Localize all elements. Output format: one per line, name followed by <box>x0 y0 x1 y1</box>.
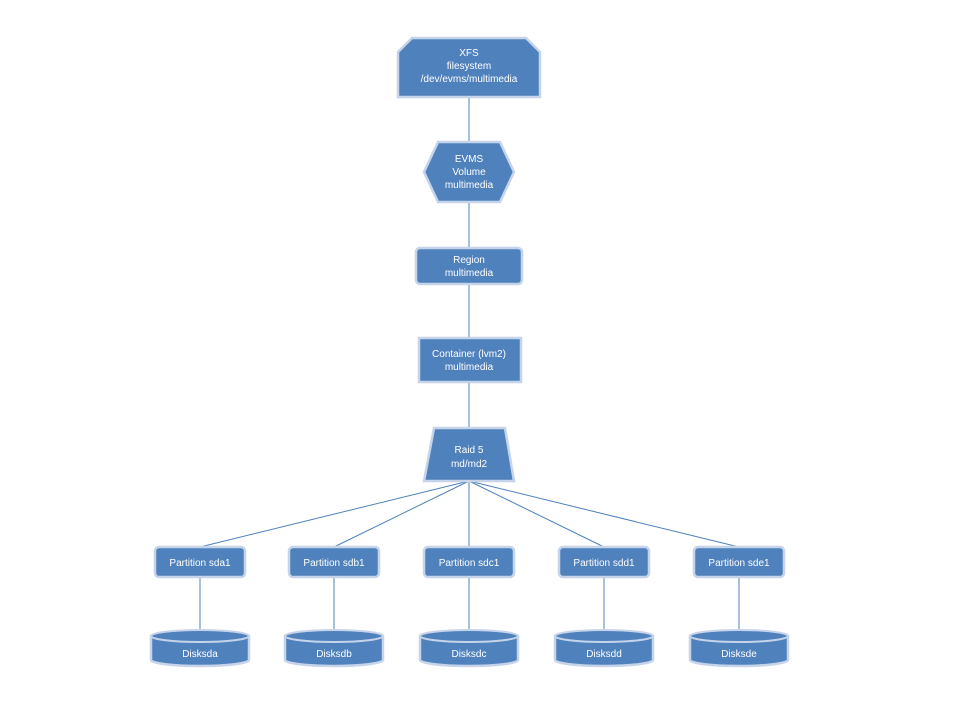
container-line-1: Container (lvm2) <box>432 349 506 360</box>
connector-raid-partition-sda1 <box>199 480 470 548</box>
partition-sdb1-shape <box>287 545 381 579</box>
disk-sde-label: Disksde <box>721 649 757 660</box>
connector-raid-partition-sdd1 <box>468 480 605 548</box>
disk-sdb-body <box>283 634 385 668</box>
raid-line-1: Raid 5 <box>455 445 484 456</box>
disk-sdc-label: Disksdc <box>451 649 486 660</box>
partition-sdc1-shape <box>422 545 516 579</box>
xfs-line-3: /dev/evms/multimedia <box>421 74 518 85</box>
evms-volume-node[interactable]: EVMS Volume multimedia <box>422 140 516 204</box>
evms-line-3: multimedia <box>445 180 494 191</box>
container-shape <box>417 336 523 384</box>
partition-sdd1-node[interactable]: Partition sdd1 <box>557 545 651 579</box>
raid-node[interactable]: Raid 5 md/md2 <box>422 426 516 483</box>
disk-sdb-label: Disksdb <box>316 649 352 660</box>
xfs-filesystem-node[interactable]: XFS filesystem /dev/evms/multimedia <box>396 36 542 99</box>
xfs-filesystem-shape <box>396 36 542 99</box>
evms-line-2: Volume <box>452 167 486 178</box>
partition-sde1-label: Partition sde1 <box>708 558 770 569</box>
xfs-line-2: filesystem <box>447 61 491 72</box>
connectors <box>199 97 740 633</box>
region-node[interactable]: Region multimedia <box>414 246 524 286</box>
partition-sdb1-node[interactable]: Partition sdb1 <box>287 545 381 579</box>
disk-sdd-body <box>553 634 655 668</box>
disk-sdc-node[interactable]: Disksdc <box>418 629 520 668</box>
raid-line-2: md/md2 <box>451 459 488 470</box>
partition-sda1-node[interactable]: Partition sda1 <box>153 545 247 579</box>
disk-sda-body <box>149 634 251 668</box>
disk-sdb-node[interactable]: Disksdb <box>283 629 385 668</box>
connector-raid-partition-sdb1 <box>333 480 470 548</box>
region-line-1: Region <box>453 255 485 266</box>
region-shape <box>414 246 524 286</box>
region-line-2: multimedia <box>445 268 494 279</box>
partition-sda1-shape <box>153 545 247 579</box>
container-line-2: multimedia <box>445 362 494 373</box>
evms-volume-shape <box>422 140 516 204</box>
partition-sda1-label: Partition sda1 <box>169 558 231 569</box>
disk-sdd-node[interactable]: Disksdd <box>553 629 655 668</box>
connector-raid-partition-sde1 <box>468 480 740 548</box>
disk-sdc-body <box>418 634 520 668</box>
disk-sdc-top <box>419 629 519 643</box>
disk-sda-node[interactable]: Disksda <box>149 629 251 668</box>
container-node[interactable]: Container (lvm2) multimedia <box>417 336 523 384</box>
evms-line-1: EVMS <box>455 154 484 165</box>
partition-sdb1-label: Partition sdb1 <box>303 558 365 569</box>
xfs-line-1: XFS <box>459 48 479 59</box>
partition-sde1-node[interactable]: Partition sde1 <box>692 545 786 579</box>
disk-sdd-top <box>554 629 654 643</box>
partition-sdc1-node[interactable]: Partition sdc1 <box>422 545 516 579</box>
disk-sde-node[interactable]: Disksde <box>688 629 790 668</box>
disk-sdb-top <box>284 629 384 643</box>
partition-sdd1-shape <box>557 545 651 579</box>
partition-sde1-shape <box>692 545 786 579</box>
partition-sdd1-label: Partition sdd1 <box>573 558 635 569</box>
disk-sda-top <box>150 629 250 643</box>
disk-sde-top <box>689 629 789 643</box>
disk-sde-body <box>688 634 790 668</box>
disk-sdd-label: Disksdd <box>586 649 622 660</box>
partition-sdc1-label: Partition sdc1 <box>439 558 500 569</box>
disk-sda-label: Disksda <box>182 649 218 660</box>
raid-shape <box>422 426 516 483</box>
